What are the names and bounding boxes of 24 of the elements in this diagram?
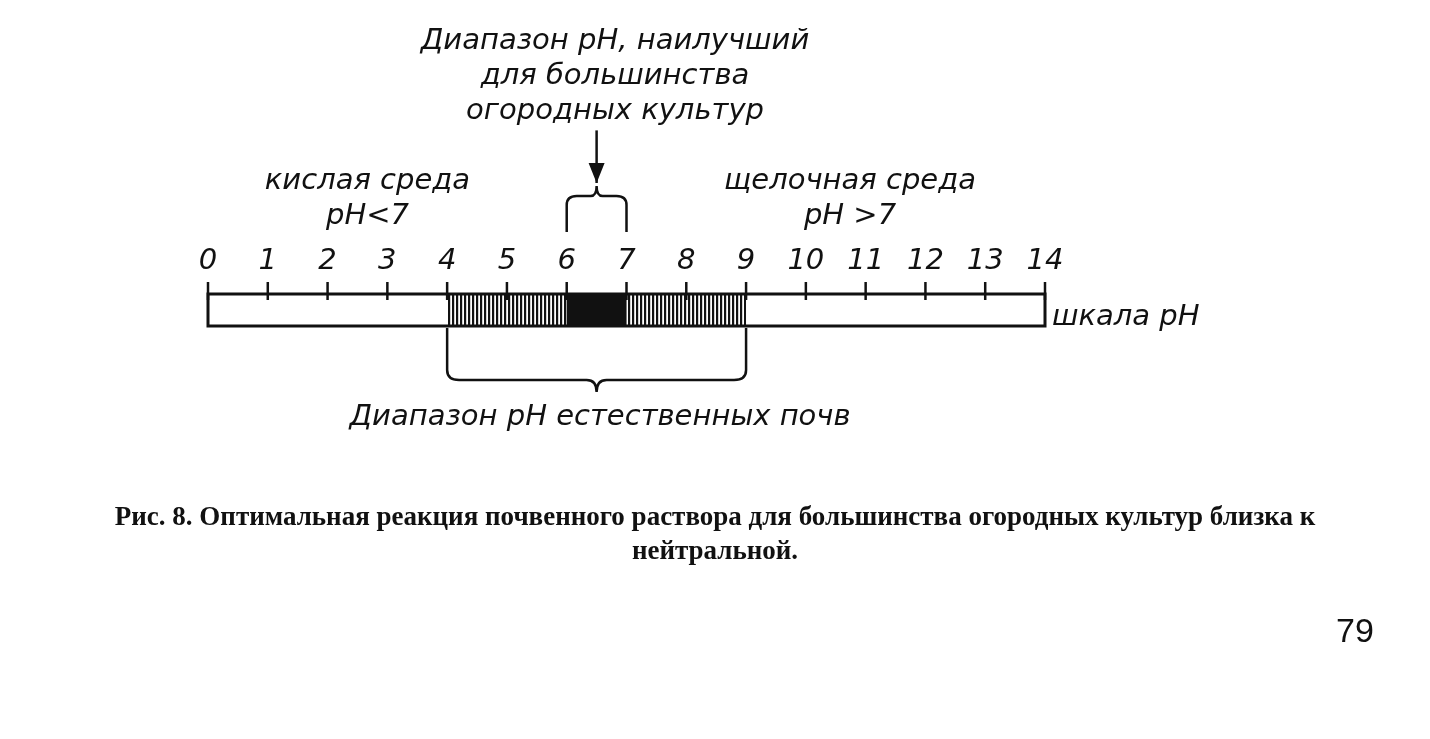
range-label: Диапазон pH естественных почв [347, 400, 852, 432]
page-number: 79 [1335, 610, 1375, 651]
bracket [565, 184, 628, 232]
tick-label: 6 [556, 242, 577, 277]
tick-label: 8 [676, 242, 697, 277]
callout-text: Диапазон pH, наилучший для большинства огородных культур [400, 22, 830, 127]
zone-label: кислая среда pH<7 [263, 162, 472, 232]
tick-label: 4 [436, 242, 458, 277]
tick-label: 12 [905, 242, 945, 277]
zone-label: щелочная среда pH >7 [723, 162, 977, 232]
tick-label: 7 [616, 242, 637, 277]
tick-label: 13 [965, 242, 1005, 277]
tick-label: 10 [786, 242, 826, 277]
tick-label: 5 [496, 242, 518, 277]
tick-label: 3 [377, 242, 398, 277]
tick-label: 0 [197, 242, 219, 277]
tick-label: 2 [317, 242, 338, 277]
axis-label: шкала pH [1052, 298, 1201, 333]
tick-label: 11 [846, 242, 886, 277]
tick-label: 14 [1025, 242, 1065, 277]
figure-caption: Рис. 8. Оптимальная реакция почвенного раствора для большинства огородных культур близка к нейтральной. [113, 500, 1317, 567]
tick-label: 1 [257, 242, 278, 277]
tick-label: 9 [735, 242, 757, 277]
arrow [588, 130, 605, 183]
